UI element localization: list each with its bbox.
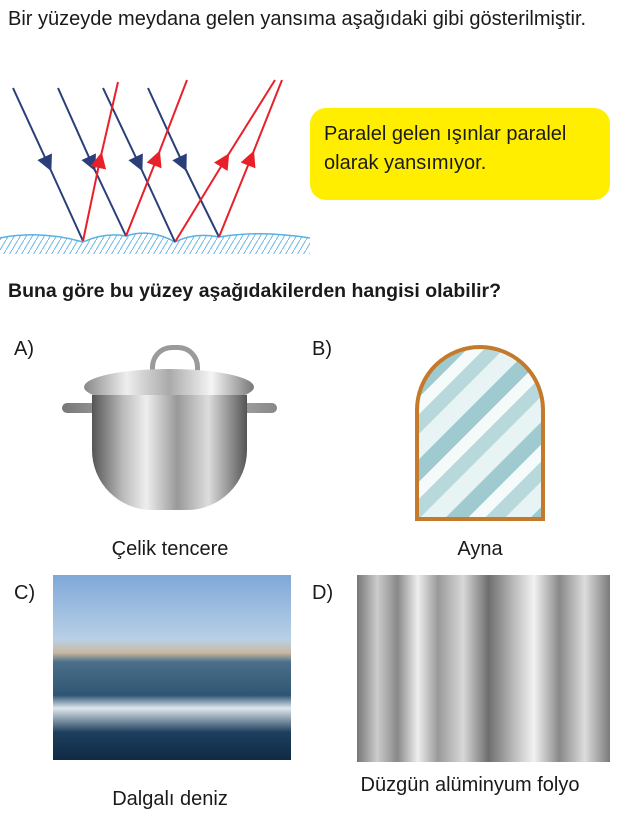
option-b-letter[interactable]: B) (312, 338, 332, 360)
option-d-caption: Düzgün alüminyum folyo (360, 774, 580, 796)
reflected-rays (82, 79, 283, 243)
option-d-letter[interactable]: D) (312, 582, 334, 604)
question-intro: Bir yüzeyde meydana gelen yansıma aşağıd… (8, 8, 587, 30)
option-b-caption: Ayna (457, 538, 503, 560)
option-c-caption: Dalgalı deniz (112, 788, 228, 810)
aluminum-foil-image[interactable] (357, 575, 610, 762)
rough-surface (0, 233, 310, 254)
question-prompt: Buna göre bu yüzey aşağıdakilerden hangi… (8, 280, 502, 302)
reflection-diagram (0, 79, 310, 254)
steel-pot-image[interactable] (62, 345, 277, 515)
option-a-caption: Çelik tencere (111, 538, 229, 560)
option-c-letter[interactable]: C) (14, 582, 36, 604)
wavy-sea-image[interactable] (53, 575, 291, 760)
mirror-image[interactable] (415, 345, 545, 521)
option-a-letter[interactable]: A) (14, 338, 34, 360)
note-box: Paralel gelen ışınlar paralel olarak yan… (310, 108, 610, 200)
